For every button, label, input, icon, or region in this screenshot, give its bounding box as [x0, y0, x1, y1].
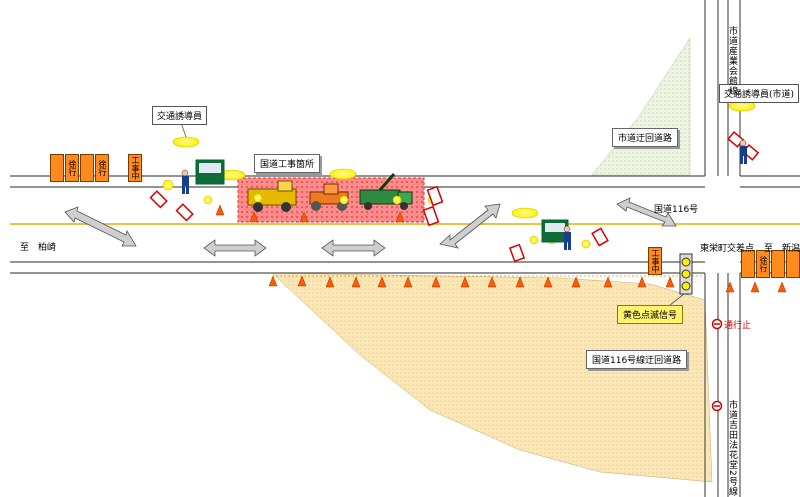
slow-sign-6: 徐行: [756, 250, 770, 278]
work-site-label: 国道工事箇所: [254, 154, 321, 173]
traffic-guide-worker-left: [181, 169, 189, 194]
traffic-guide-label-left: 交通誘導員: [152, 106, 208, 125]
higashi-sakae-label: 東栄町交差点: [700, 244, 755, 254]
traffic-cones: [215, 204, 787, 293]
slow-sign-8: [786, 250, 800, 278]
city-road-top-label: 市道産業会館線: [727, 26, 737, 96]
dump-truck: [359, 173, 413, 210]
yellow-signal-label: 黄色点滅信号: [617, 305, 684, 324]
slow-sign-4: 徐行: [95, 154, 109, 182]
construction-sign-right: 工事中: [648, 247, 662, 275]
arrow-board-truck-left: [195, 159, 225, 185]
yellow-signal: [679, 253, 693, 295]
no-entry-label: 通行止: [724, 321, 752, 331]
slow-sign-3: [80, 154, 94, 182]
slow-sign-5: [741, 250, 755, 278]
city-detour-label: 市道迂回道路: [612, 128, 679, 147]
slow-sign-7: [771, 250, 785, 278]
route-116-label: 国道116号: [654, 205, 699, 215]
city-road-bottom-label: 市道吉田法花堂2号線: [727, 400, 737, 497]
national-detour-label: 国道116号線迂回道路: [586, 350, 688, 369]
traffic-arrows: [64, 197, 677, 257]
signal-pointer: [669, 293, 685, 306]
traffic-guide-worker-right: [739, 139, 747, 164]
traffic-guide-label-right: 交通誘導員(市道): [719, 84, 800, 103]
slow-sign-2: 徐行: [65, 154, 79, 182]
no-entry-icons: [711, 318, 723, 412]
slow-sign-1: [50, 154, 64, 182]
barrier-boards: [149, 131, 760, 263]
city-detour-area: [591, 37, 691, 176]
to-kashiwazaki-label: 至 柏崎: [20, 243, 57, 253]
to-niigata-label: 至 新潟: [764, 244, 800, 254]
traffic-guide-worker-center: [563, 225, 571, 250]
national-detour-area: [271, 272, 713, 483]
construction-sign-left: 工事中: [128, 154, 142, 182]
